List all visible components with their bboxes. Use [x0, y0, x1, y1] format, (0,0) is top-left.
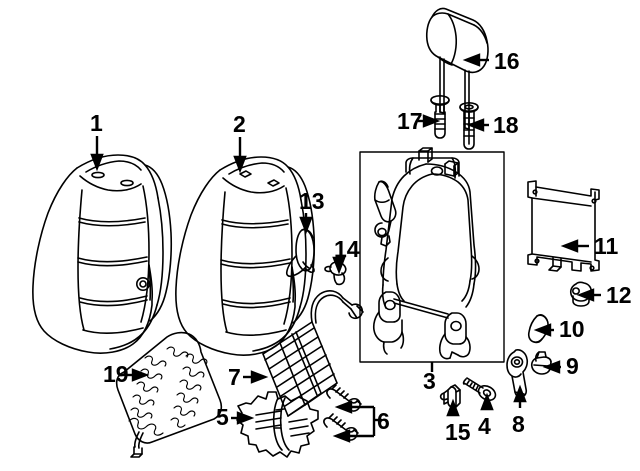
callout-label-4: 4 — [478, 413, 491, 439]
part-1-seat-back-cushion-left — [32, 154, 173, 354]
callout-label-19: 19 — [103, 361, 129, 387]
callout-label-13: 13 — [299, 188, 325, 214]
part-7-lumbar-support-mat — [262, 289, 364, 417]
callout-label-1: 1 — [90, 110, 103, 136]
callout-label-7: 7 — [228, 364, 241, 390]
callout-label-5: 5 — [216, 404, 229, 430]
callout-label-18: 18 — [493, 112, 519, 138]
part-11-seat-back-panel-board — [527, 180, 600, 272]
part-5-retainer-clip-bracket — [236, 391, 319, 458]
part-9-lever-knob-cap — [530, 351, 552, 375]
part-17-headrest-guide-sleeve-locking — [430, 95, 450, 139]
callout-label-14: 14 — [334, 236, 360, 262]
callout-label-16: 16 — [494, 48, 520, 74]
part-3-seat-back-frame — [372, 147, 480, 360]
callout-label-11: 11 — [594, 233, 619, 259]
callout-label-2: 2 — [233, 111, 246, 137]
part-10-trim-cover-plug — [527, 313, 549, 344]
part-18-headrest-guide-sleeve-plain — [459, 102, 479, 150]
callout-label-12: 12 — [606, 282, 632, 308]
part-19-seat-heater-element-pad — [115, 331, 223, 458]
callout-label-6: 6 — [377, 408, 390, 434]
part-4-mounting-bolt — [462, 377, 497, 402]
callout-label-10: 10 — [559, 316, 585, 342]
callout-label-8: 8 — [512, 411, 525, 437]
part-13-side-trim-bracket — [285, 228, 315, 278]
callout-label-15: 15 — [445, 419, 471, 445]
callout-leaders — [90, 53, 601, 443]
callout-label-9: 9 — [566, 353, 579, 379]
callout-label-3: 3 — [423, 368, 436, 394]
callout-label-17: 17 — [397, 108, 423, 134]
